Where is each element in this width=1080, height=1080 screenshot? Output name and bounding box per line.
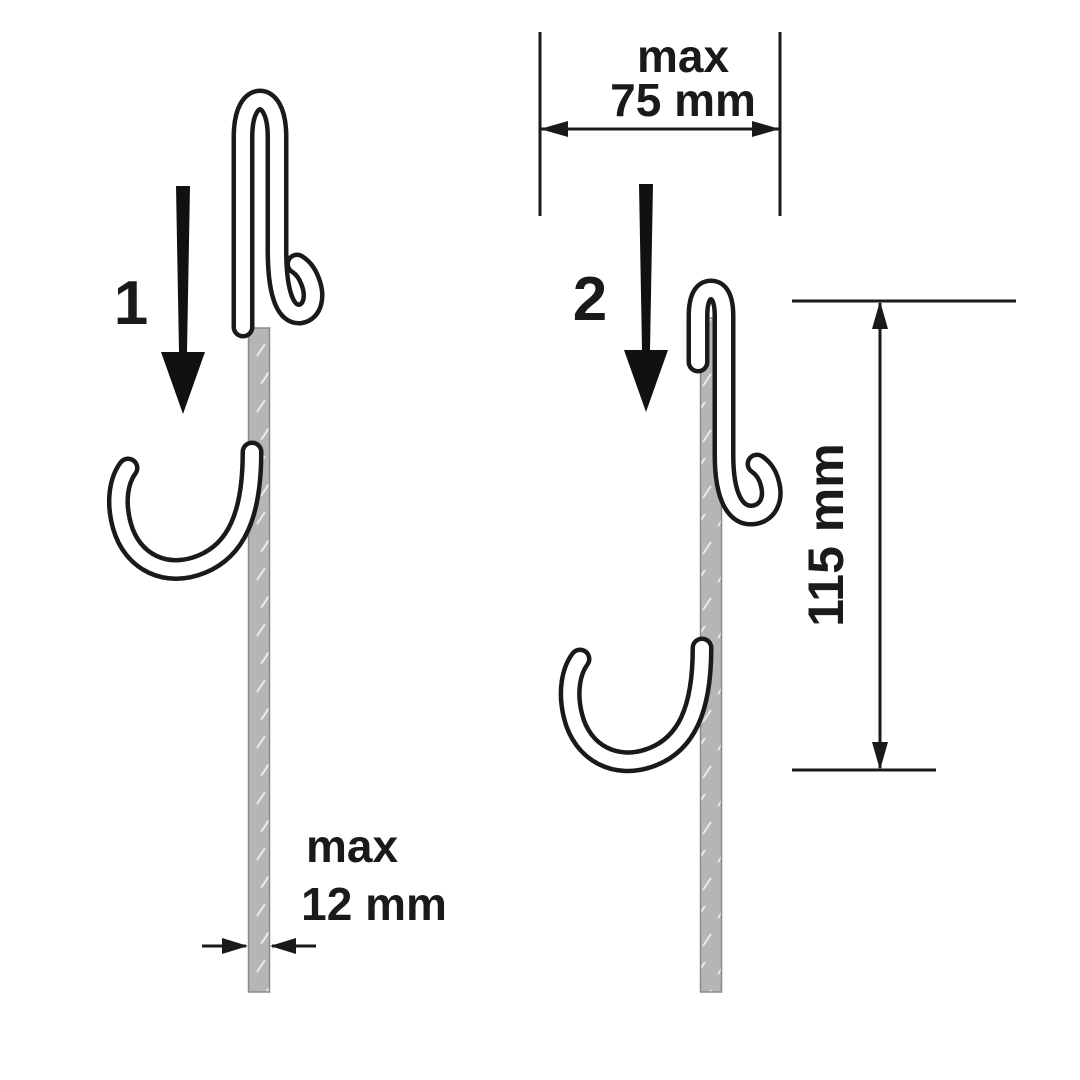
step-1-figure: 1 max 12 mm xyxy=(106,88,447,993)
hook-height-dimension: 115 mm xyxy=(792,299,1016,772)
down-arrow-1 xyxy=(161,186,205,414)
clip-hairpin-2 xyxy=(686,278,783,527)
step-2-label: 2 xyxy=(573,265,607,334)
width-arrow-left-icon xyxy=(540,121,568,137)
thickness-value-label: 12 mm xyxy=(301,878,447,930)
post-bar-1 xyxy=(247,327,271,993)
thickness-arrow-left-icon xyxy=(270,938,296,954)
top-width-dimension: max 75 mm xyxy=(538,30,782,216)
width-arrow-right-icon xyxy=(752,121,780,137)
thickness-max-label: max xyxy=(306,820,398,872)
height-value-label: 115 mm xyxy=(798,443,854,626)
down-arrow-2 xyxy=(624,184,668,412)
clip-lower-hook-2 xyxy=(558,636,714,774)
height-arrow-up-icon xyxy=(872,301,888,329)
step-1-label: 1 xyxy=(114,269,148,338)
thickness-arrow-right-icon xyxy=(222,938,248,954)
height-arrow-down-icon xyxy=(872,742,888,770)
width-max-label: max xyxy=(637,30,729,82)
width-value-label: 75 mm xyxy=(610,74,756,126)
step-2-figure: 2 max 75 mm 115 mm xyxy=(538,30,1016,993)
post-thickness-dimension: max 12 mm xyxy=(202,820,447,954)
clip-hairpin-1 xyxy=(231,88,325,339)
clip-lower-hook-1 xyxy=(106,440,264,581)
